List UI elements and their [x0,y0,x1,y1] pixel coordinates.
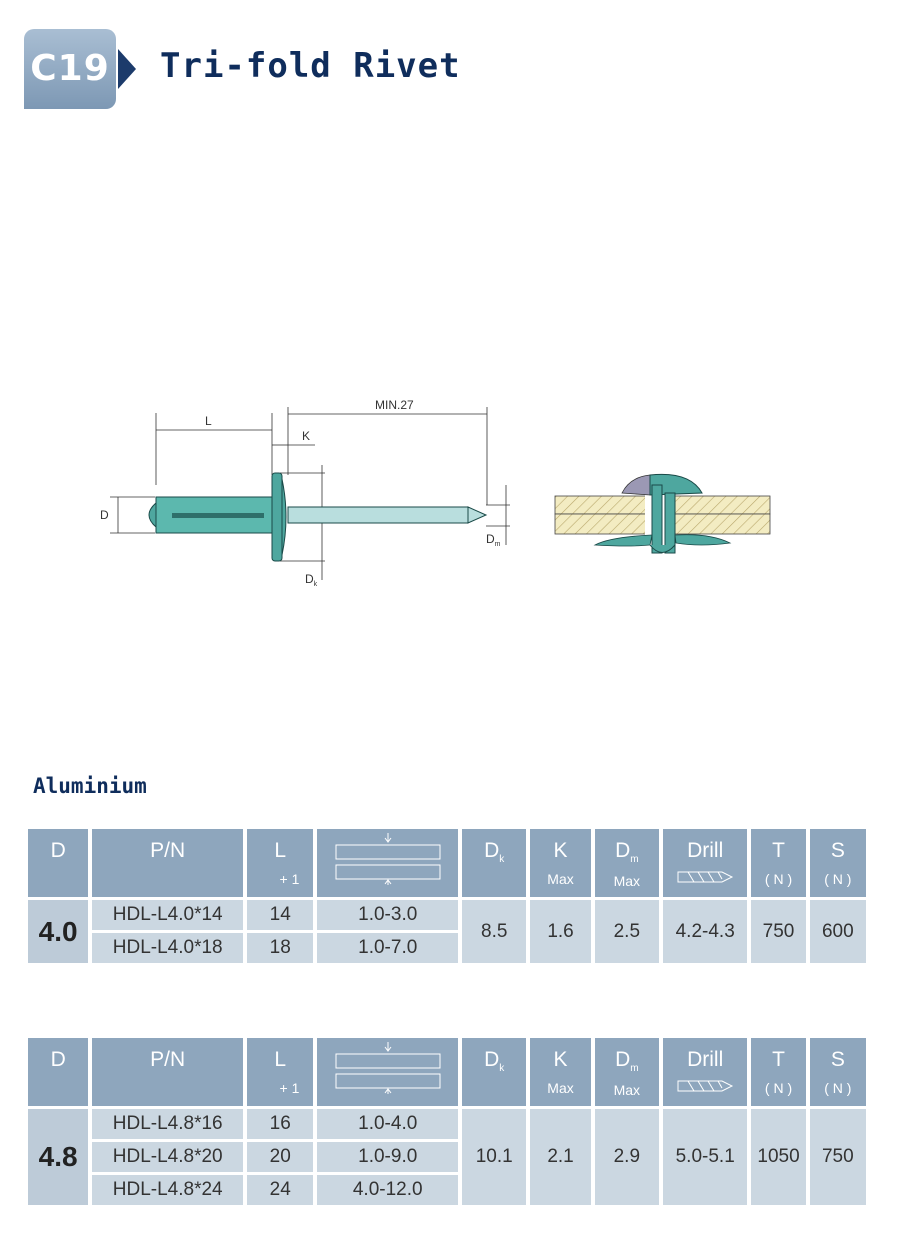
part-number: HDL-L4.8*24 [92,1175,244,1205]
length-cell: 16 [247,1109,314,1139]
dm-cell: 2.9 [594,1109,659,1205]
diameter-cell: 4.8 [28,1109,89,1205]
shear-cell: 600 [809,900,866,963]
table-row: HDL-L4.0*18 18 1.0-7.0 [28,933,866,963]
col-s: S( N ) [809,1038,866,1106]
table-row: HDL-L4.8*20 20 1.0-9.0 [28,1142,866,1172]
grip-range-cell: 4.0-12.0 [317,1175,459,1205]
dim-label-d: D [100,508,109,522]
grip-range-icon [335,833,441,885]
k-cell: 1.6 [530,900,591,963]
grip-range-cell: 1.0-4.0 [317,1109,459,1139]
part-number: HDL-L4.8*16 [92,1109,244,1139]
col-drill: Drill [662,1038,748,1106]
table-row: 4.8 HDL-L4.8*16 16 1.0-4.0 10.1 2.1 2.9 … [28,1109,866,1205]
col-l: L+ 1 [247,829,314,897]
dm-cell: 2.5 [594,900,659,963]
drill-cell: 4.2-4.3 [662,900,748,963]
tensile-cell: 1050 [751,1109,806,1205]
drill-bit-icon [677,1080,734,1092]
k-cell: 2.1 [530,1109,591,1205]
table-row: 4.0 HDL-L4.0*14 14 1.0-3.0 8.5 1.6 2.5 4… [28,900,866,963]
part-number: HDL-L4.0*18 [92,933,244,963]
col-dk: Dk [462,1038,527,1106]
rivet-drawing: L K MIN.27 D Dk Dm [100,398,771,588]
grip-range-cell: 1.0-7.0 [317,933,459,963]
shear-cell: 750 [809,1109,866,1205]
drill-bit-icon [677,871,734,883]
col-l: L+ 1 [247,1038,314,1106]
dim-label-min: MIN.27 [375,398,414,412]
col-d: D [28,1038,89,1106]
section-badge: C19 [24,29,116,109]
dim-label-dm: Dm [486,532,501,548]
dk-cell: 8.5 [462,900,527,963]
col-d: D [28,829,89,897]
col-grip [317,1038,459,1106]
col-grip [317,829,459,897]
dk-cell: 10.1 [462,1109,527,1205]
drill-cell: 5.0-5.1 [662,1109,748,1205]
table-row: HDL-L4.8*24 24 4.0-12.0 [28,1175,866,1205]
col-s: S( N ) [809,829,866,897]
part-number: HDL-L4.0*14 [92,900,244,930]
col-t: T( N ) [751,1038,806,1106]
col-dk: Dk [462,829,527,897]
diameter-cell: 4.0 [28,900,89,963]
grip-range-cell: 1.0-3.0 [317,900,459,930]
grip-range-icon [335,1042,441,1094]
dim-label-k: K [302,429,310,443]
dim-label-ds: Dk [305,572,318,588]
material-heading: Aluminium [33,774,147,798]
dim-label-l: L [205,414,212,428]
grip-range-cell: 1.0-9.0 [317,1142,459,1172]
length-cell: 14 [247,900,314,930]
part-number: HDL-L4.8*20 [92,1142,244,1172]
length-cell: 18 [247,933,314,963]
col-pn: P/N [92,829,244,897]
arrow-right-icon [118,49,136,89]
length-cell: 20 [247,1142,314,1172]
col-drill: Drill [662,829,748,897]
tensile-cell: 750 [751,900,806,963]
col-pn: P/N [92,1038,244,1106]
col-t: T( N ) [751,829,806,897]
page-title: Tri-fold Rivet [160,46,461,86]
length-cell: 24 [247,1175,314,1205]
